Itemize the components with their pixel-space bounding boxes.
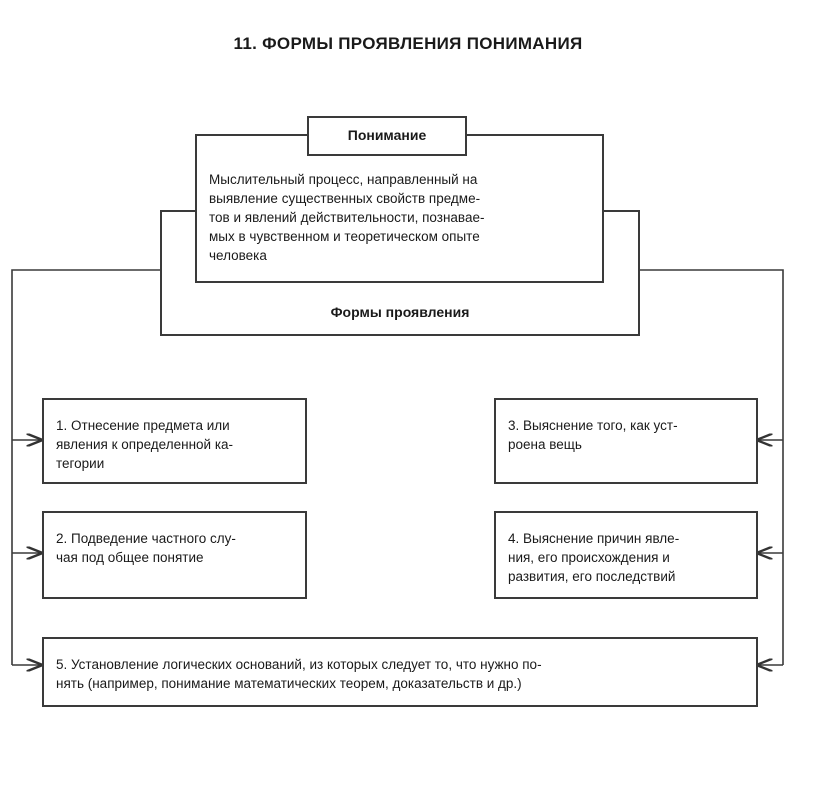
- form-box-4: 4. Выяснение причин явле- ния, его проис…: [494, 511, 758, 599]
- form-text-line: 1. Отнесение предмета или: [56, 418, 230, 433]
- right-connector: [603, 269, 784, 665]
- form-box-5: 5. Установление логических оснований, из…: [42, 637, 758, 707]
- definition-line: выявление существенных свойств предме-: [209, 191, 481, 206]
- form-text-line: нять (например, понимание математических…: [56, 676, 522, 691]
- form-text-line: 4. Выяснение причин явле-: [508, 531, 680, 546]
- form-text-line: чая под общее понятие: [56, 550, 204, 565]
- definition-box: Мыслительный процесс, направленный на вы…: [195, 134, 604, 283]
- form-text-line: 3. Выяснение того, как уст-: [508, 418, 678, 433]
- form-box-1: 1. Отнесение предмета или явления к опре…: [42, 398, 307, 484]
- form-text-line: 2. Подведение частного слу-: [56, 531, 236, 546]
- forms-label: Формы проявления: [330, 304, 470, 320]
- concept-box: Понимание: [307, 116, 467, 156]
- definition-line: мых в чувственном и теоретическом опыте: [209, 229, 480, 244]
- definition-line: человека: [209, 248, 267, 263]
- form-text-line: тегории: [56, 456, 105, 471]
- form-box-3: 3. Выяснение того, как уст- роена вещь: [494, 398, 758, 484]
- definition-line: Мыслительный процесс, направленный на: [209, 172, 478, 187]
- form-text-line: явления к определенной ка-: [56, 437, 234, 452]
- form-text-line: развития, его последствий: [508, 569, 676, 584]
- form-text-line: роена вещь: [508, 437, 582, 452]
- left-connector: [11, 269, 195, 665]
- concept-label: Понимание: [347, 127, 427, 143]
- form-box-2: 2. Подведение частного слу- чая под обще…: [42, 511, 307, 599]
- diagram-title: 11. ФОРМЫ ПРОЯВЛЕНИЯ ПОНИМАНИЯ: [233, 34, 583, 53]
- form-text-line: ния, его происхождения и: [508, 550, 670, 565]
- form-text-line: 5. Установление логических оснований, из…: [56, 657, 542, 672]
- definition-line: тов и явлений действительности, познавае…: [209, 210, 485, 225]
